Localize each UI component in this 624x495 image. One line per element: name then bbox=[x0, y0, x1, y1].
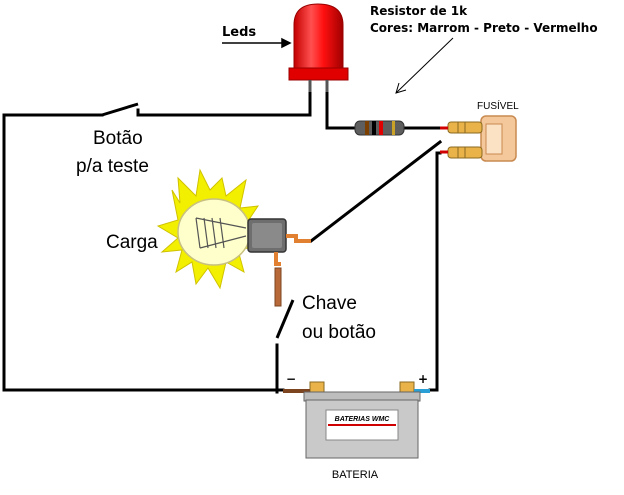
resistor-arrow bbox=[395, 37, 454, 94]
switch bbox=[275, 299, 295, 339]
switch-lever bbox=[275, 299, 295, 339]
test-button-lever bbox=[101, 102, 139, 117]
battery-label: BATERIA bbox=[332, 469, 379, 481]
test-button-label-line2: p/a teste bbox=[76, 156, 149, 177]
wire-led-to-resistor bbox=[325, 86, 357, 130]
leds-label: Leds bbox=[222, 25, 256, 40]
resistor-band-black bbox=[372, 121, 376, 135]
led bbox=[288, 3, 349, 92]
resistor-band-brown bbox=[365, 121, 369, 135]
load-bulb bbox=[156, 168, 311, 307]
fuse bbox=[440, 115, 517, 162]
bulb-lead-down bbox=[274, 252, 281, 266]
bulb-lead-right bbox=[286, 234, 311, 243]
fuse-window bbox=[485, 123, 503, 155]
fuse-label: FUSÍVEL bbox=[477, 99, 519, 112]
switch-label-line1: Chave bbox=[302, 293, 357, 314]
resistor-band-red bbox=[379, 121, 383, 135]
resistor-band-gold bbox=[392, 121, 395, 135]
led-dome bbox=[293, 3, 344, 69]
resistor-label-line1: Resistor de 1k bbox=[370, 4, 468, 18]
wire-left-loop bbox=[2, 113, 285, 392]
test-button bbox=[101, 102, 139, 117]
battery: BATERIAS WMC − + bbox=[283, 372, 430, 459]
battery-positive-sign: + bbox=[418, 372, 428, 386]
resistor bbox=[354, 120, 405, 136]
bulb-filament bbox=[195, 217, 247, 249]
wire-fuse-to-battery-positive bbox=[428, 151, 442, 392]
test-button-label-line1: Botão bbox=[93, 128, 143, 149]
wires bbox=[2, 86, 443, 394]
led-base bbox=[288, 67, 349, 81]
battery-negative-sign: − bbox=[286, 372, 296, 386]
battery-brand: BATERIAS WMC bbox=[335, 416, 391, 423]
wire-button-to-led bbox=[136, 86, 312, 117]
load-label: Carga bbox=[106, 232, 158, 253]
bulb-lead-copper bbox=[274, 267, 282, 307]
wire-fuse-to-load bbox=[308, 139, 443, 244]
resistor-label-line2: Cores: Marrom - Preto - Vermelho bbox=[370, 21, 598, 35]
leds-arrow bbox=[222, 37, 292, 49]
switch-label-line2: ou botão bbox=[302, 322, 376, 343]
